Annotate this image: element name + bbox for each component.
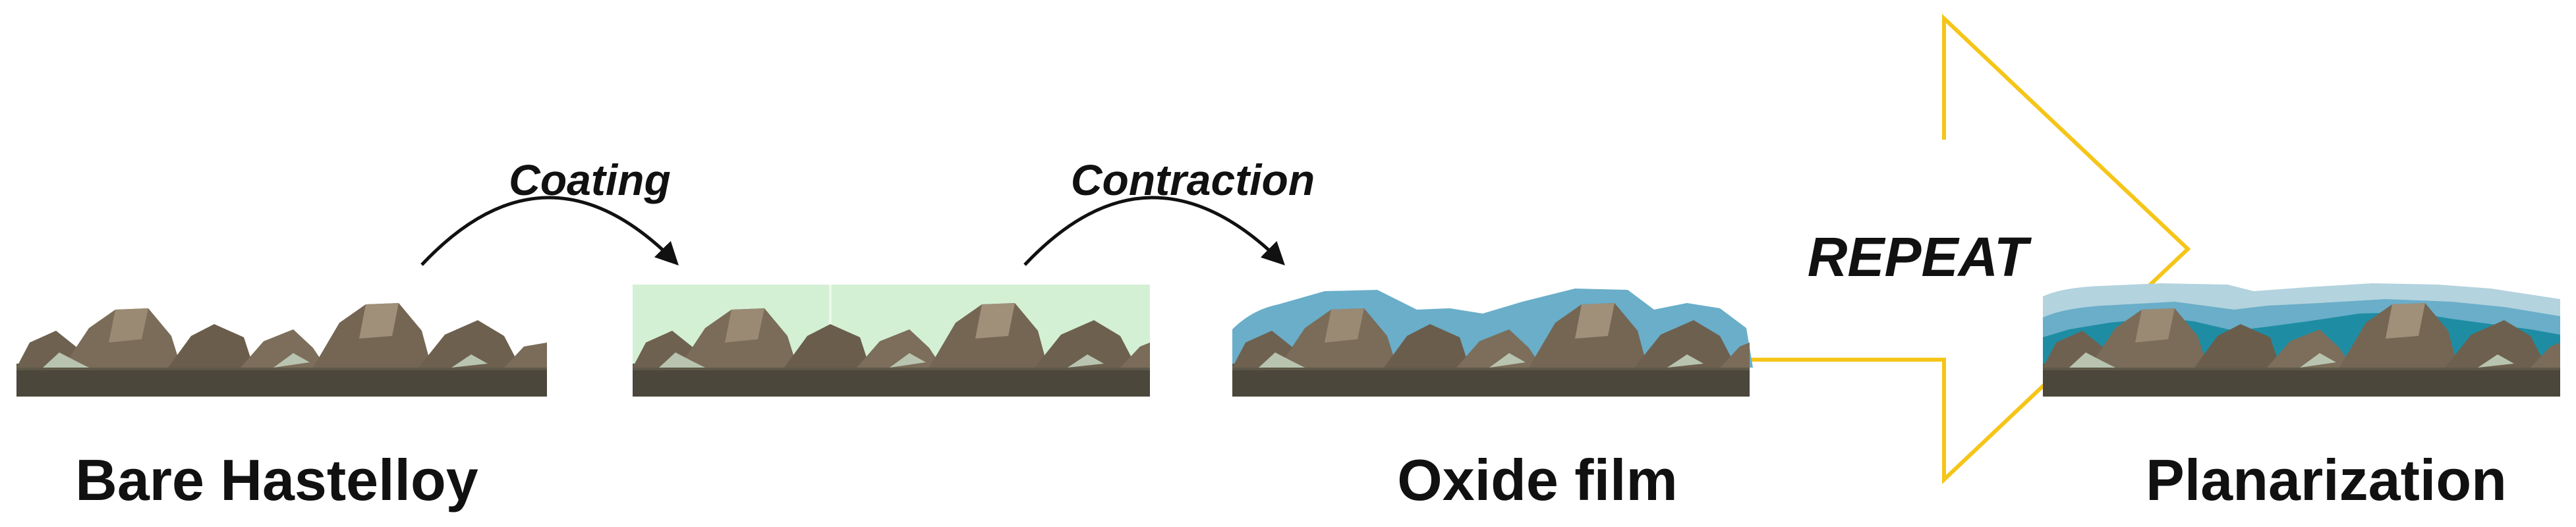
rough-surface-rocks [2043,303,2560,368]
bare-hastelloy-sample [16,303,547,397]
coating-label: Coating [509,155,671,204]
planarized-sample [2043,283,2560,397]
substrate-layer [2043,368,2560,397]
rough-surface-rocks [633,303,1150,368]
substrate-layer [633,368,1150,397]
coating-arrow [420,196,679,266]
contraction-label: Contraction [1070,155,1315,204]
rough-surface-rocks [1232,303,1750,368]
repeat-arrow [1272,14,2191,484]
substrate-layer [1232,368,1750,397]
rough-surface-rocks [16,303,547,368]
contraction-arrow [1023,196,1285,266]
stage-label-bare-hastelloy: Bare Hastelloy [75,447,478,513]
oxide-film-sample [1232,289,1753,397]
repeat-label: REPEAT [1807,226,2028,288]
stage-label-planarization: Planarization [2146,447,2507,513]
stage-label-oxide-film: Oxide film [1397,447,1678,513]
substrate-layer [16,368,547,397]
coated-sample [633,285,1150,397]
